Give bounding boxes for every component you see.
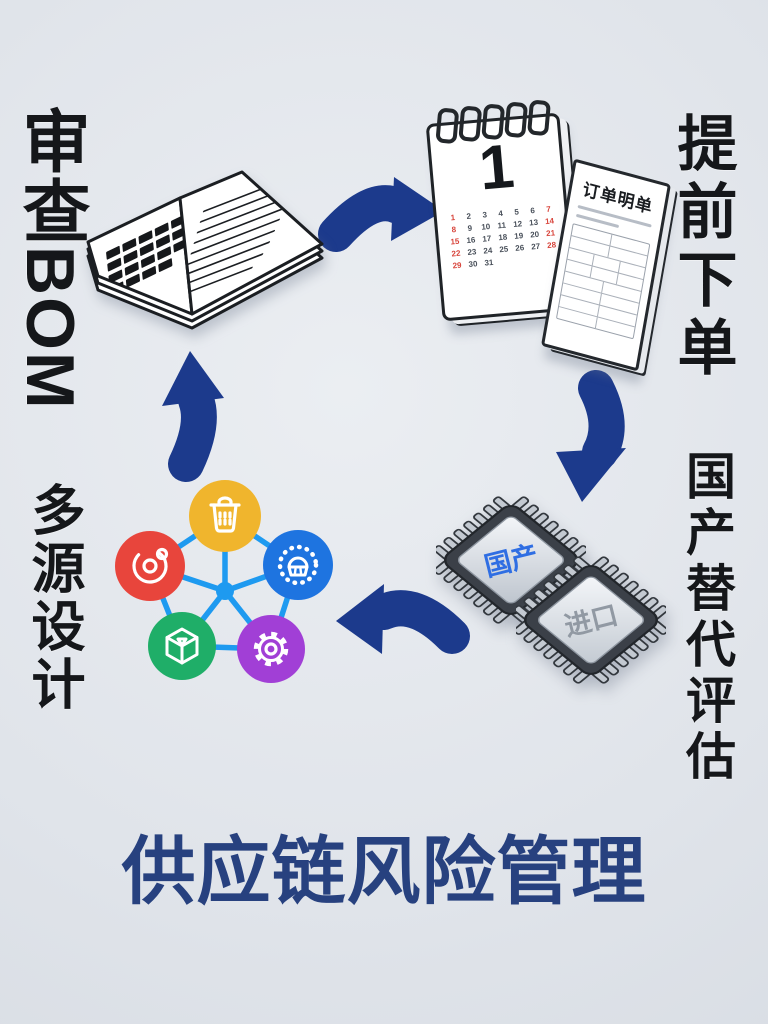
calendar-day-cell: 29	[452, 260, 462, 271]
label-order-early: 提前下单	[669, 112, 736, 384]
calendar-day-cell: 25	[499, 244, 509, 255]
calendar-day-cell: 20	[529, 229, 540, 240]
page-title: 供应链风险管理	[121, 830, 647, 913]
spiral-ring-icon	[504, 101, 529, 139]
calendar-day-cell: 6	[529, 206, 536, 216]
network-icon	[115, 480, 333, 683]
label-domestic-substitution-evaluation: 国产替代评估	[679, 450, 735, 786]
calendar-day-cell: 23	[467, 247, 477, 258]
calendar-day-cell: 11	[497, 220, 507, 231]
calendar-day-cell: 27	[530, 241, 541, 252]
calendar-day-cell: 10	[480, 221, 491, 232]
bom-book-illustration	[80, 166, 338, 349]
calendar-day-cell: 8	[451, 224, 457, 235]
network-hub-node	[216, 582, 234, 600]
orbit-icon	[132, 547, 169, 584]
node-badge	[263, 530, 333, 600]
spiral-ring-icon	[435, 107, 460, 145]
calendar-day-cell: 19	[513, 231, 524, 241]
arrow-book-to-calendar	[318, 177, 444, 252]
calendar-day-cell: 26	[514, 243, 525, 253]
badge-icon	[277, 544, 319, 586]
calendar-day-cell: 7	[545, 204, 552, 215]
calendar-day-cell: 1	[450, 213, 456, 223]
chip-icon: 进口	[512, 555, 670, 685]
document-table	[555, 223, 651, 340]
spiral-ring-icon	[458, 105, 483, 143]
calendar-day-cell: 9	[467, 223, 473, 233]
trash-icon	[209, 496, 241, 533]
calendar-day-cell: 3	[482, 210, 488, 220]
calendar-day-cell: 17	[482, 233, 492, 244]
label-review-bom: 审查BOM	[12, 106, 88, 411]
calendar-day-cell: 22	[451, 248, 461, 259]
chip-imported: 进口	[512, 550, 670, 695]
calendar-day-cell: 4	[498, 208, 504, 219]
multi-source-network	[100, 458, 350, 713]
calendar-day-cell: 28	[546, 240, 557, 251]
calendar-day-cell: 2	[466, 211, 472, 221]
node-gear	[237, 615, 305, 683]
calendar-day-cell: 18	[497, 232, 508, 243]
calendar-day-cell: 30	[468, 259, 478, 269]
open-book-icon	[86, 170, 324, 330]
calendar-day-cell: 14	[544, 216, 555, 227]
arrow-chips-to-network	[336, 584, 470, 654]
cube-icon	[165, 627, 199, 665]
calendar-day-cell: 24	[483, 245, 493, 256]
arrow-network-to-book	[162, 351, 224, 482]
calendar-day-cell: 31	[484, 257, 494, 268]
calendar-day-cell: 5	[514, 207, 520, 217]
bom-table	[106, 214, 188, 296]
spiral-ring-icon	[527, 99, 551, 137]
calendar-day-cell: 13	[528, 217, 539, 228]
label-multi-source-design: 多源设计	[23, 482, 83, 714]
node-orbit	[115, 531, 185, 601]
document-title: 订单明单	[581, 179, 655, 218]
calendar-day-cell: 21	[545, 228, 556, 239]
spiral-ring-icon	[481, 103, 506, 141]
gear-icon	[253, 631, 289, 667]
calendar-day-cell: 15	[450, 236, 460, 247]
calendar-day-cell: 12	[512, 219, 523, 229]
calendar-day-cell: 16	[466, 235, 476, 246]
arrow-calendar-to-chips	[556, 370, 626, 502]
